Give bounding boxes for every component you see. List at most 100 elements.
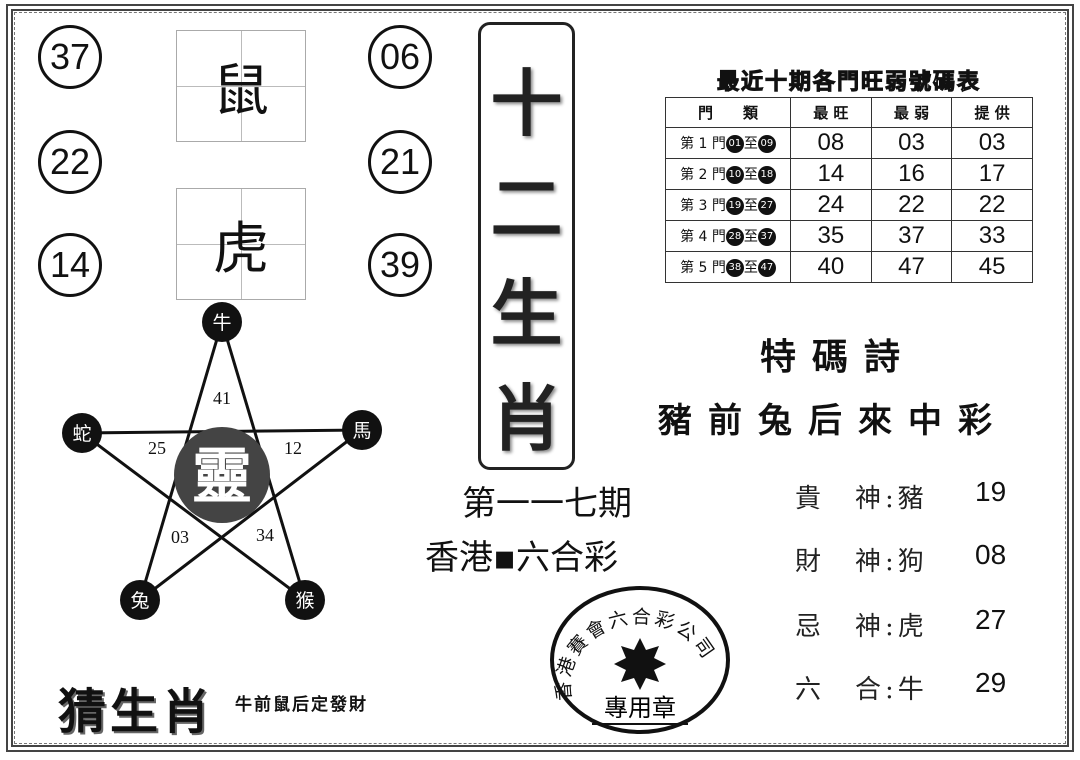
- banner-char: 十: [490, 61, 563, 146]
- col-header: 最 旺: [790, 97, 872, 128]
- zodiac-char: 虎: [213, 216, 269, 282]
- zodiac-node: [62, 413, 102, 453]
- range-start: 28: [725, 228, 744, 246]
- weak-cell: 47: [870, 251, 953, 283]
- zodiac-node-label: 兔: [130, 590, 149, 612]
- center-circle: [174, 427, 270, 523]
- table-header-row: 門 類 最 旺 最 弱 提 供: [665, 97, 1033, 128]
- star-number: 03: [171, 527, 189, 547]
- number-circle: 21: [368, 130, 432, 194]
- poem-title: 特碼詩: [760, 336, 917, 378]
- col-header: 最 弱: [870, 97, 953, 128]
- weak-cell: 16: [870, 158, 953, 190]
- strong-cell: 14: [790, 158, 872, 190]
- zodiac-node-label: 牛: [212, 312, 231, 334]
- stamp: 香港賽會六合彩公司 專用章: [550, 586, 730, 734]
- star-number: 25: [148, 438, 166, 458]
- star-number: 41: [213, 388, 231, 408]
- number-circle: 06: [368, 25, 432, 89]
- strong-cell: 35: [790, 220, 872, 252]
- offer-cell: 45: [951, 251, 1033, 283]
- zodiac-node: [120, 580, 160, 620]
- god-label: 忌 神:虎: [795, 612, 928, 642]
- god-value: 08: [975, 539, 1007, 570]
- zodiac-box-rat: 鼠: [176, 30, 306, 142]
- zodiac-box-tiger: 虎: [176, 188, 306, 300]
- to-word: 至: [743, 229, 758, 245]
- range-start: 19: [725, 197, 744, 215]
- poem-line: 豬前兔后來中彩: [658, 401, 1008, 441]
- range-end: 18: [757, 166, 776, 184]
- to-word: 至: [743, 198, 758, 214]
- god-label: 財 神:狗: [795, 547, 928, 577]
- range-end: 09: [757, 135, 776, 153]
- col-header: 提 供: [951, 97, 1033, 128]
- door-label: 第 1 門: [680, 136, 726, 152]
- offer-cell: 17: [951, 158, 1033, 190]
- col-header: 門 類: [665, 97, 791, 128]
- zodiac-node: [342, 410, 382, 450]
- star-number: 12: [284, 438, 302, 458]
- zodiac-node-label: 猴: [295, 590, 314, 612]
- banner-char: 肖: [490, 376, 563, 461]
- range-start: 10: [725, 166, 744, 184]
- door-label: 第 5 門: [680, 260, 726, 276]
- center-char: 靈: [192, 442, 252, 512]
- table-title: 最近十期各門旺弱號碼表: [716, 69, 981, 96]
- strong-cell: 40: [790, 251, 872, 283]
- zodiac-node-label: 蛇: [72, 423, 91, 445]
- decorative-border: [6, 4, 1074, 752]
- god-label: 貴 神:豬: [795, 484, 928, 514]
- range-start: 38: [725, 259, 744, 277]
- range-end: 47: [757, 259, 776, 277]
- god-label: 六 合:牛: [795, 675, 928, 705]
- stamp-center-text: 專用章: [604, 694, 676, 722]
- zodiac-node: [285, 580, 325, 620]
- zodiac-node: [202, 302, 242, 342]
- god-value: 27: [975, 604, 1007, 635]
- weak-cell: 22: [870, 189, 953, 221]
- strong-cell: 24: [790, 189, 872, 221]
- number-circle: 14: [38, 233, 102, 297]
- zodiac-node-label: 馬: [352, 420, 371, 442]
- to-word: 至: [743, 260, 758, 276]
- star-number: 34: [256, 525, 274, 545]
- number-circle: 37: [38, 25, 102, 89]
- title-banner: 十 二 生 肖: [478, 22, 575, 470]
- guess-title: 猜生肖: [58, 684, 215, 740]
- range-end: 27: [757, 197, 776, 215]
- zodiac-star: 靈 牛 41 馬 12 猴 34 兔 03 蛇 25: [62, 302, 382, 620]
- issue-number: 第一一七期: [462, 485, 632, 523]
- number-circle: 22: [38, 130, 102, 194]
- offer-cell: 22: [951, 189, 1033, 221]
- door-label: 第 2 門: [680, 167, 726, 183]
- range-end: 37: [757, 228, 776, 246]
- to-word: 至: [743, 167, 758, 183]
- to-word: 至: [743, 136, 758, 152]
- star-icon: [614, 638, 666, 690]
- weak-cell: 37: [870, 220, 953, 252]
- number-circle: 39: [368, 233, 432, 297]
- god-value: 29: [975, 667, 1007, 698]
- door-label: 第 3 門: [680, 198, 726, 214]
- offer-cell: 33: [951, 220, 1033, 252]
- banner-char: 生: [490, 271, 563, 356]
- stamp-ring: [550, 586, 730, 734]
- offer-cell: 03: [951, 127, 1033, 159]
- range-start: 01: [725, 135, 744, 153]
- guess-hint: 牛前鼠后定發財: [235, 695, 368, 715]
- zodiac-char: 鼠: [213, 58, 269, 124]
- brand-text: 香港▪六合彩: [425, 538, 619, 578]
- door-label: 第 4 門: [680, 229, 726, 245]
- weak-cell: 03: [870, 127, 953, 159]
